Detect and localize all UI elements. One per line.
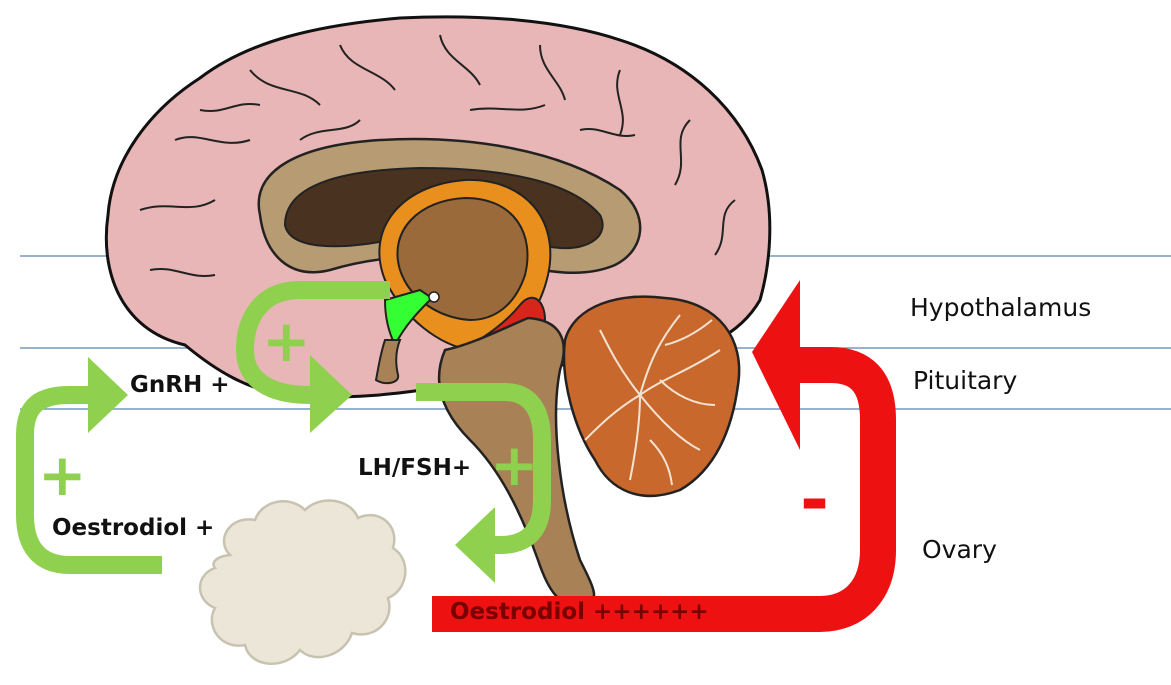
pituitary-label: Pituitary (913, 366, 1017, 395)
oestradiol-positive-label: Oestrodiol + (52, 515, 214, 541)
lh-fsh-label: LH/FSH+ (358, 455, 471, 481)
plus-sign-ovary-loop: + (38, 446, 87, 504)
gnrh-label: GnRH + (130, 372, 230, 398)
ovary-label: Ovary (922, 535, 997, 564)
ovary (200, 501, 405, 664)
minus-sign-negative-feedback: - (800, 465, 829, 535)
plus-sign-hypothalamus: + (262, 312, 311, 370)
oestradiol-negative-label: Oestrodiol ++++++ (450, 599, 709, 625)
plus-sign-pituitary: + (490, 436, 539, 494)
hypothalamus-dot (429, 292, 439, 302)
cerebellum (564, 297, 739, 496)
hypothalamus-label: Hypothalamus (910, 293, 1091, 322)
